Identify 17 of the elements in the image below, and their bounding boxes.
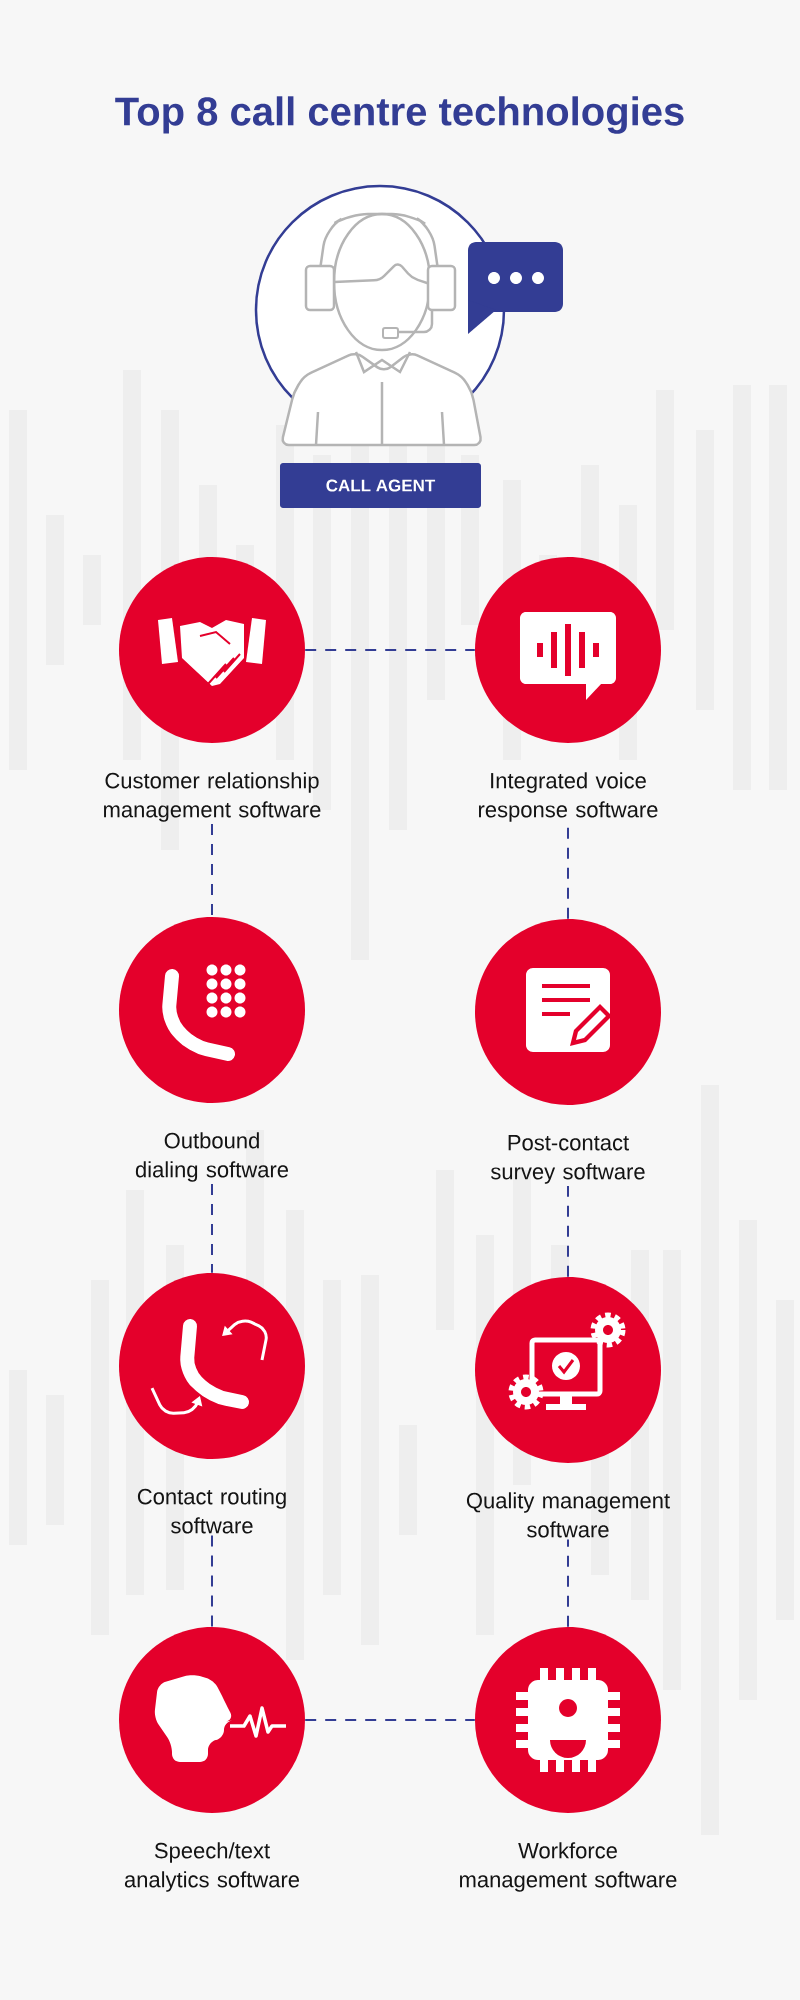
node-caption: Quality management software (466, 1492, 670, 1538)
node-caption: Workforce management software (460, 1842, 677, 1892)
connector-line (567, 1185, 569, 1278)
label-badge: CALL AGENT (280, 463, 481, 508)
connector-line (211, 1534, 213, 1628)
node-caption: Speech/text analytics software (124, 1842, 300, 1892)
connector-line (567, 1538, 569, 1628)
node-caption: Integrated voice response software (478, 772, 658, 822)
node-caption: Outbound dialing software (135, 1132, 289, 1182)
connector-line (211, 823, 213, 918)
node-caption: Customer relationship management software (104, 772, 321, 822)
node-caption: Contact routing software (137, 1488, 286, 1534)
title: Top 8 call centre technologies (115, 96, 684, 134)
connector-line (304, 1719, 476, 1721)
connector-line (211, 1183, 213, 1274)
connector-line (304, 649, 476, 651)
node-caption: Post-contact survey software (490, 1135, 645, 1184)
